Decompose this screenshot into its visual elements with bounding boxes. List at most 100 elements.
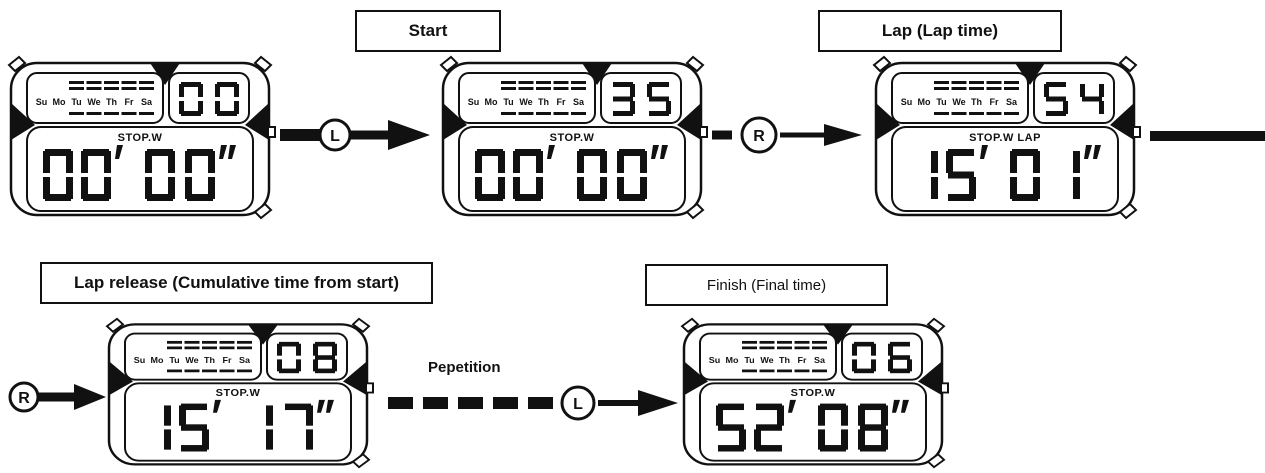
watch-button-bottom-right [926,453,946,469]
lap-release-label: Lap release (Cumulative time from start) [40,262,433,304]
arrow-repetition-l: L [388,385,678,421]
top-seconds-digit-2 [888,341,912,374]
weekday-label: Tu [936,97,946,107]
seconds-digit-2 [858,403,888,452]
l-button-icon [560,385,596,421]
top-seconds-digit-1 [852,341,876,374]
arrow-press-r-1: R [712,116,862,154]
seconds-digit-2 [285,403,313,450]
minute-mark [980,145,988,159]
top-seconds-digit-1 [613,82,635,116]
weekday-label: Th [971,97,982,107]
weekday-label: We [87,97,100,107]
weekday-label: Mo [53,97,66,107]
weekday-label: Tu [503,97,513,107]
mode-label: STOP.W [216,388,261,399]
minutes-digit-1 [931,151,938,199]
watch-button-top-left [872,55,892,73]
seconds-digit-2 [185,149,215,201]
minutes-digit-1 [716,403,746,452]
r-button-icon [740,116,778,154]
r-button-letter: R [18,390,30,407]
weekday-label: Tu [71,97,81,107]
seconds-digit-1 [577,149,607,201]
top-seconds-digit-1 [277,341,301,374]
watch-button-top-right [926,317,946,333]
seconds-digit-1 [145,149,175,201]
weekday-label: Fr [125,97,134,107]
arrow-press-r-2: R [8,381,106,413]
l-button-letter: L [573,396,583,413]
watch-button-top-left [439,55,459,73]
weekday-label: Th [204,355,215,365]
weekday-label: Su [36,97,48,107]
finish-label: Finish (Final time) [645,264,888,306]
weekday-indicator: Su Mo Tu We Th Fr Sa [36,81,154,115]
watch-button-top-left [680,317,700,333]
minutes-digit-1 [43,149,73,201]
l-button-letter: L [330,128,340,145]
weekday-label: Fr [557,97,566,107]
weekday-label: Sa [239,355,250,365]
watch-button-top-right [351,317,371,333]
minute-mark [115,145,123,159]
weekday-label: Th [106,97,117,107]
l-button-icon [318,118,352,152]
weekday-label: Mo [918,97,931,107]
weekday-label: Th [779,355,790,365]
second-mark [219,145,227,159]
weekday-label: We [760,355,774,365]
watch-button-top-left [105,317,125,333]
second-mark [317,399,325,413]
top-seconds-digit-2 [313,341,337,374]
weekday-label: Su [709,355,720,365]
top-seconds-digit-1 [179,82,203,116]
watch-button-bottom-right [351,453,371,469]
second-mark [651,145,659,159]
weekday-label: Mo [726,355,739,365]
seconds-digit-1 [1010,149,1040,201]
top-seconds-digit-2 [647,82,671,116]
weekday-label: Sa [814,355,825,365]
minutes-digit-2 [81,149,111,201]
weekday-label: Sa [1006,97,1018,107]
minutes-digit-1 [164,405,171,450]
weekday-label: Mo [485,97,498,107]
minutes-digit-2 [513,149,543,201]
seconds-digit-2 [1073,151,1080,199]
minutes-digit-2 [754,403,784,452]
watch-button-top-left [7,55,27,73]
weekday-label: Sa [573,97,585,107]
mode-label: STOP.W [118,132,163,144]
arrow-press-l-1: L [280,118,430,152]
watch-button-bottom-right [1118,202,1138,220]
r-button-letter: R [753,128,765,145]
seconds-digit-1 [266,405,273,450]
mode-label: STOP.W LAP [969,132,1041,144]
minute-mark [547,145,555,159]
weekday-label: Mo [151,355,164,365]
top-seconds-digit-2 [215,82,239,116]
minutes-digit-1 [475,149,505,201]
watch-button-top-right [1118,55,1138,73]
weekday-label: We [952,97,965,107]
lap-label: Lap (Lap time) [818,10,1062,52]
weekday-label: Su [468,97,480,107]
weekday-label: Sa [141,97,153,107]
second-mark [892,399,900,413]
continuation-bar [1150,131,1265,141]
minutes-digit-2 [179,403,209,452]
weekday-label: Th [538,97,549,107]
top-seconds-digit-2 [1080,84,1104,114]
second-mark [1084,145,1092,159]
seconds-digit-2 [617,149,647,201]
mode-label: STOP.W [791,388,836,399]
seconds-digit-1 [818,403,848,452]
weekday-label: We [185,355,199,365]
